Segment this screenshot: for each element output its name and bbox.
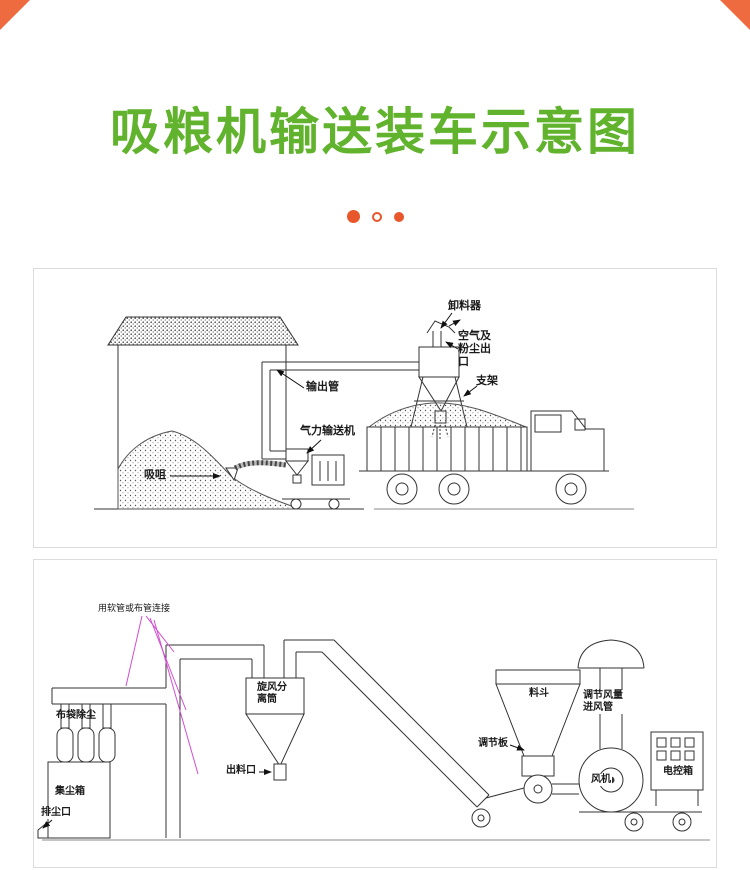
label-dust-bin: 集尘箱 (54, 786, 86, 798)
label-fan: 风机 (590, 774, 612, 786)
carousel-dots (0, 210, 750, 223)
label-air-dust-outlet: 空气及粉尘出口 (458, 329, 491, 368)
label-bag-dust-filter: 布袋除尘 (56, 710, 96, 721)
label-control-box: 电控箱 (662, 766, 694, 778)
pneumatic-conveyor-machine (282, 448, 350, 510)
label-pneumatic-conveyor: 气力输送机 (300, 424, 355, 437)
corner-ribbon-top-right (720, 0, 750, 30)
base-wheels (579, 811, 702, 832)
label-support: 支架 (476, 374, 498, 387)
annotation-lines (125, 615, 199, 775)
carousel-dot-1[interactable] (346, 210, 360, 223)
truck (359, 402, 634, 510)
suction-nozzle-shape (225, 460, 287, 482)
discharger-cyclone (410, 319, 468, 439)
diagram2-drawing (37, 615, 710, 841)
diagram-truck-loading-panel: 卸料器 空气及粉尘出口 支架 输出管 气力输送机 吸咀 (33, 268, 717, 548)
corner-ribbon-top-left (0, 0, 30, 30)
hopper-assembly (495, 669, 581, 804)
label-air-adjust-duct: 调节风量进风管 (582, 690, 628, 714)
label-hose-note: 用软管或布管连接 (98, 604, 171, 614)
bag-dust-collector (37, 687, 166, 839)
label-output-pipe: 输出管 (306, 380, 339, 393)
grain-pile (117, 430, 301, 510)
suction-riser-pipe (165, 644, 265, 838)
label-suction-nozzle: 吸咀 (144, 468, 166, 481)
label-adjust-plate: 调节板 (478, 738, 508, 749)
label-discharge-outlet: 出料口 (226, 765, 256, 776)
page-title: 吸粮机输送装车示意图 (110, 103, 640, 161)
label-hopper: 料斗 (528, 688, 550, 700)
label-dust-outlet: 排尘口 (40, 807, 72, 819)
leader-lines (170, 312, 478, 479)
output-pipe-shape (261, 361, 419, 460)
label-cyclone-separator: 旋风分离筒 (256, 682, 290, 706)
carousel-dot-2[interactable] (371, 211, 382, 222)
control-box-shape (650, 731, 704, 806)
carousel-dot-3[interactable] (393, 211, 404, 222)
diagram-system-layout-panel: 用软管或布管连接 布袋除尘 旋风分离筒 出料口 料斗 调节风量进风管 调节板 电… (33, 559, 717, 868)
leader-lines (42, 744, 525, 829)
diagram1-drawing (94, 312, 634, 510)
label-discharger: 卸料器 (448, 299, 481, 312)
cyclone-separator-shape (245, 639, 334, 781)
inclined-duct (321, 639, 525, 828)
